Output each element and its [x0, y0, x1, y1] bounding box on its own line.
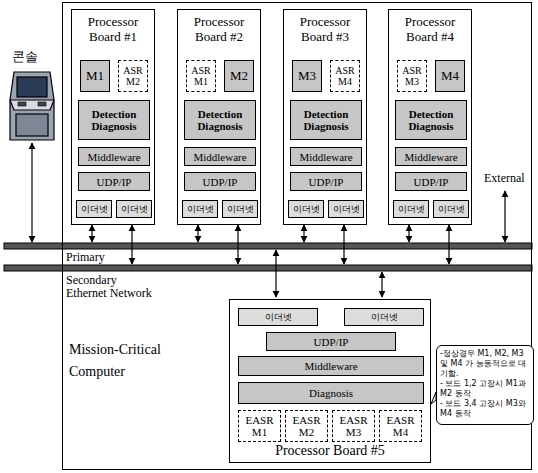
ethernet-port: 이더넷	[238, 308, 318, 326]
node-text: Processor Board #1	[73, 14, 153, 44]
node-text: 이더넷	[121, 204, 148, 215]
ethernet-port: 이더넷	[433, 200, 469, 218]
node-text: Detection Diagnosis	[292, 108, 360, 132]
node-text: ASR M2	[120, 65, 146, 87]
node-text: EASR M3	[334, 414, 373, 438]
layer-box: UDP/IP	[290, 172, 362, 191]
layer-box: Detection Diagnosis	[78, 100, 150, 140]
processor-board: Processor Board #5 이더넷 이더넷 UDP/IP Middleware…	[229, 299, 431, 463]
node-text: 이더넷	[333, 204, 360, 215]
node-text: 이더넷	[81, 204, 108, 215]
layer-box: Middleware	[184, 147, 256, 166]
layer-box: Middleware	[238, 356, 424, 376]
node-text: UDP/IP	[314, 336, 349, 348]
ethernet-port: 이더넷	[344, 308, 424, 326]
module-box: M4	[435, 60, 465, 92]
node-text: UDP/IP	[203, 176, 238, 188]
console-link	[31, 143, 32, 242]
node-text: 이더넷	[227, 204, 254, 215]
ethernet-port: 이더넷	[222, 200, 258, 218]
node-text: Middleware	[304, 360, 357, 372]
node-text: 이더넷	[265, 312, 292, 323]
node-text: EASR M2	[287, 414, 326, 438]
node-text: Detection Diagnosis	[186, 108, 254, 132]
node-text: Processor Board #3	[285, 14, 365, 44]
backup-module-box: EASR M3	[332, 410, 375, 442]
node-text: Detection Diagnosis	[80, 108, 148, 132]
node-text: Middleware	[299, 151, 352, 163]
node-text: 이더넷	[293, 204, 320, 215]
ethernet-port: 이더넷	[393, 200, 429, 218]
node-text: Processor Board #4	[390, 14, 470, 44]
node-text: M4	[441, 69, 459, 83]
layer-box: Diagnosis	[238, 382, 424, 404]
module-box: M2	[224, 60, 254, 92]
node-text: UDP/IP	[309, 176, 344, 188]
node-text: 이더넷	[371, 312, 398, 323]
node-text: UDP/IP	[97, 176, 132, 188]
node-text: ASR M1	[188, 65, 214, 87]
layer-box: UDP/IP	[78, 172, 150, 191]
console-label: 콘솔	[12, 50, 38, 64]
node-text: EASR M4	[381, 414, 420, 438]
layer-box: Detection Diagnosis	[184, 100, 256, 140]
node-text: EASR M1	[240, 414, 279, 438]
processor-board: Processor Board #3 M3 ASR M4 Detection Diag…	[283, 9, 367, 225]
node-text: ASR M3	[399, 65, 425, 87]
bus-label: Secondary Ethernet Network	[66, 274, 156, 300]
node-text: M2	[230, 69, 248, 83]
standby-module-box: ASR M3	[397, 60, 427, 92]
node-text: Middleware	[87, 151, 140, 163]
node-text: ASR M4	[332, 65, 358, 87]
layer-box: UDP/IP	[266, 332, 396, 351]
bus-label: Primary	[66, 251, 105, 264]
node-text: Diagnosis	[309, 387, 353, 399]
ethernet-port: 이더넷	[288, 200, 324, 218]
layer-box: Detection Diagnosis	[290, 100, 362, 140]
ethernet-port: 이더넷	[76, 200, 112, 218]
node-text: 이더넷	[438, 204, 465, 215]
processor-board: Processor Board #1 M1 ASR M2 Detection Diag…	[71, 9, 155, 225]
node-text: Mission-Critical Computer	[69, 339, 174, 383]
primary-bus	[4, 243, 532, 249]
external-link	[504, 191, 505, 242]
backup-module-box: EASR M1	[238, 410, 281, 442]
node-text: Processor Board #2	[179, 14, 259, 44]
backup-module-box: EASR M4	[379, 410, 422, 442]
node-text: 이더넷	[187, 204, 214, 215]
backup-module-box: EASR M2	[285, 410, 328, 442]
node-text: M1	[86, 69, 104, 83]
standby-module-box: ASR M2	[118, 60, 148, 92]
ethernet-port: 이더넷	[116, 200, 152, 218]
node-text: Middleware	[404, 151, 457, 163]
standby-module-box: ASR M4	[330, 60, 360, 92]
node-text: - 보드 3,4 고장시 M3와 M4 동작	[440, 399, 530, 419]
ethernet-port: 이더넷	[328, 200, 364, 218]
module-box: M3	[292, 60, 322, 92]
node-text: - 보드 1,2 고장시 M1과 M2 동작	[440, 379, 530, 399]
layer-box: Detection Diagnosis	[395, 100, 467, 140]
node-text: 이더넷	[398, 204, 425, 215]
layer-box: Middleware	[290, 147, 362, 166]
module-box: M1	[80, 60, 110, 92]
node-text: -정상경우 M1, M2, M3 및 M4 가 능동적으로 대기함.	[440, 349, 530, 379]
layer-box: UDP/IP	[395, 172, 467, 191]
layer-box: UDP/IP	[184, 172, 256, 191]
secondary-bus	[4, 265, 532, 271]
processor-board: Processor Board #2 ASR M1 M2Detection Diag…	[177, 9, 261, 225]
processor-board: Processor Board #4 ASR M3 M4Detection Diag…	[388, 9, 472, 225]
node-text: Processor Board #5	[230, 443, 430, 459]
ethernet-port: 이더넷	[182, 200, 218, 218]
layer-box: Middleware	[395, 147, 467, 166]
node-text: Detection Diagnosis	[397, 108, 465, 132]
node-text: UDP/IP	[414, 176, 449, 188]
note-callout: -정상경우 M1, M2, M3 및 M4 가 능동적으로 대기함.- 보드 1…	[436, 345, 534, 425]
node-text: M3	[298, 69, 316, 83]
external-label: External	[484, 172, 525, 185]
standby-module-box: ASR M1	[186, 60, 216, 92]
node-text: Middleware	[193, 151, 246, 163]
console-icon	[10, 72, 54, 140]
layer-box: Middleware	[78, 147, 150, 166]
